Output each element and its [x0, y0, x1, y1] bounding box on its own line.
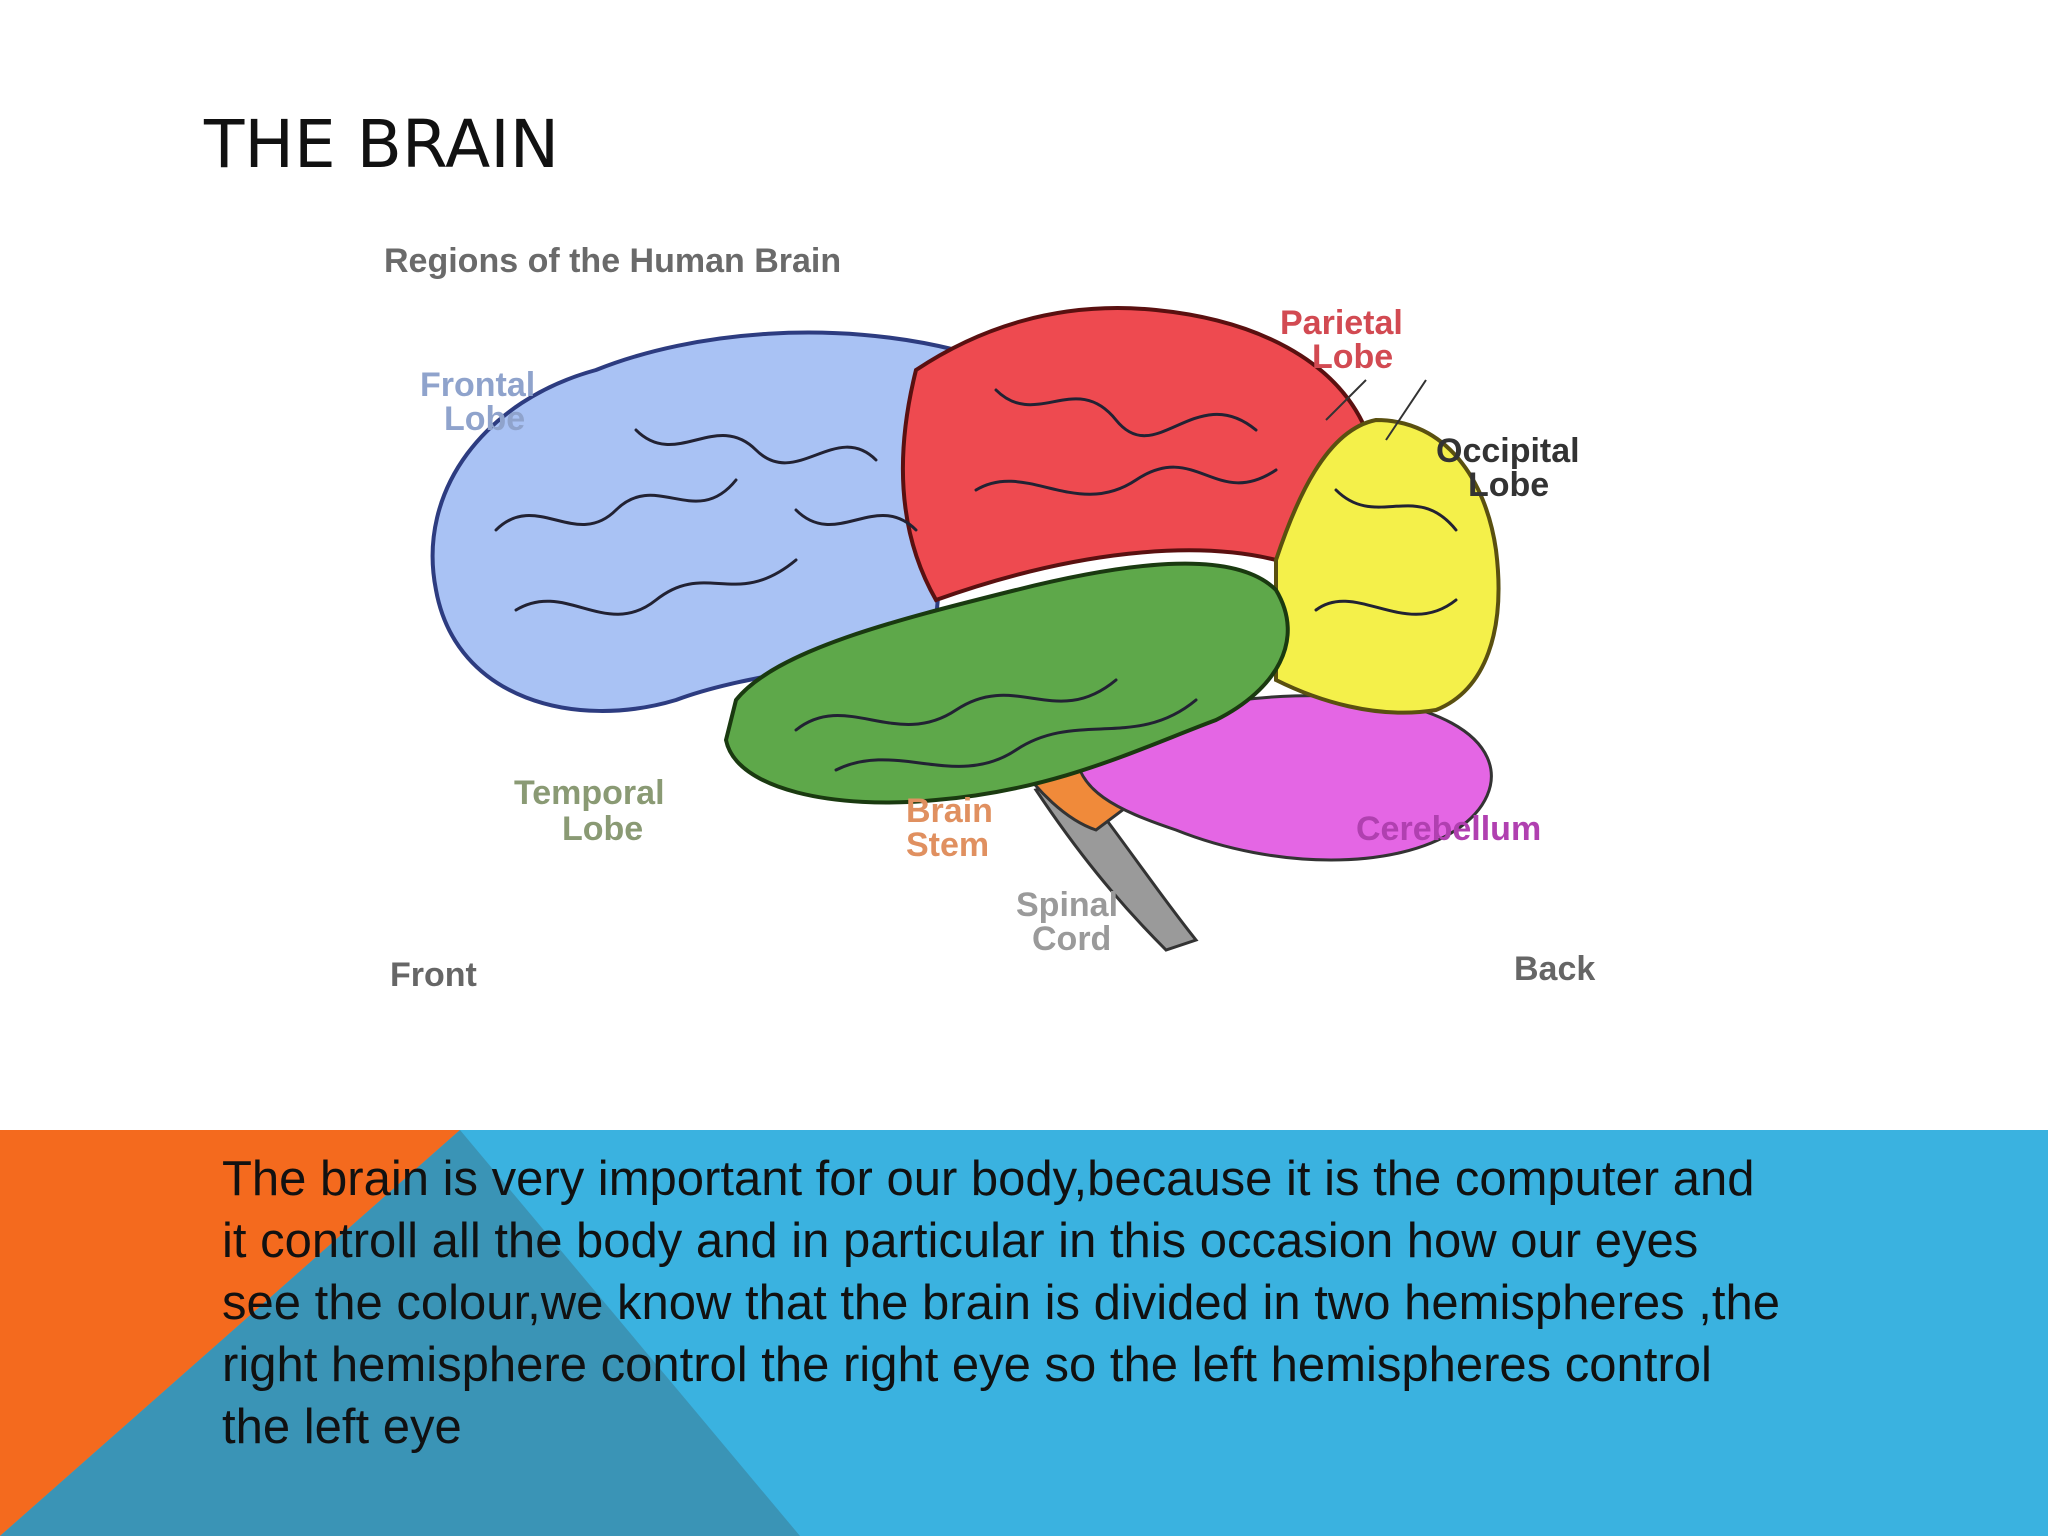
gyri-lines: [494, 388, 1458, 772]
temporal-lobe-label-2: Lobe: [562, 810, 643, 848]
footer-band: [0, 1130, 2048, 1536]
body-text: The brain is very important for our body…: [222, 1152, 1780, 1454]
frontal-lobe-label-2: Lobe: [444, 400, 525, 438]
brain-diagram-svg: Regions of the Human Brain: [384, 242, 1595, 994]
brain-stem-label-1: Brain: [906, 792, 993, 830]
parietal-lobe-label-1: Parietal: [1280, 304, 1403, 342]
frontal-lobe-label-1: Frontal: [420, 366, 535, 404]
cerebellum-label: Cerebellum: [1356, 810, 1541, 848]
slide-title: THE BRAIN: [204, 106, 560, 183]
spinal-cord-label-2: Cord: [1032, 920, 1111, 958]
front-label: Front: [390, 956, 477, 994]
occipital-lobe-label-1: Occipital: [1436, 432, 1580, 470]
brain-diagram: Regions of the Human Brain: [376, 230, 1676, 1030]
occipital-lobe-label-2: Lobe: [1468, 466, 1549, 504]
footer-band-svg: [0, 1130, 2048, 1536]
band-overlap-triangle: [0, 1130, 800, 1536]
spinal-cord-label-1: Spinal: [1016, 886, 1118, 924]
back-label: Back: [1514, 950, 1595, 988]
cerebellum-shape: [1074, 694, 1493, 862]
diagram-caption: Regions of the Human Brain: [384, 242, 841, 280]
occipital-lobe-shape: [1274, 417, 1501, 715]
brain-stem-label-2: Stem: [906, 826, 989, 864]
leader-lines: [1325, 379, 1427, 441]
temporal-lobe-shape: [723, 561, 1290, 805]
parietal-lobe-label-2: Lobe: [1312, 338, 1393, 376]
temporal-lobe-label-1: Temporal: [514, 774, 665, 812]
